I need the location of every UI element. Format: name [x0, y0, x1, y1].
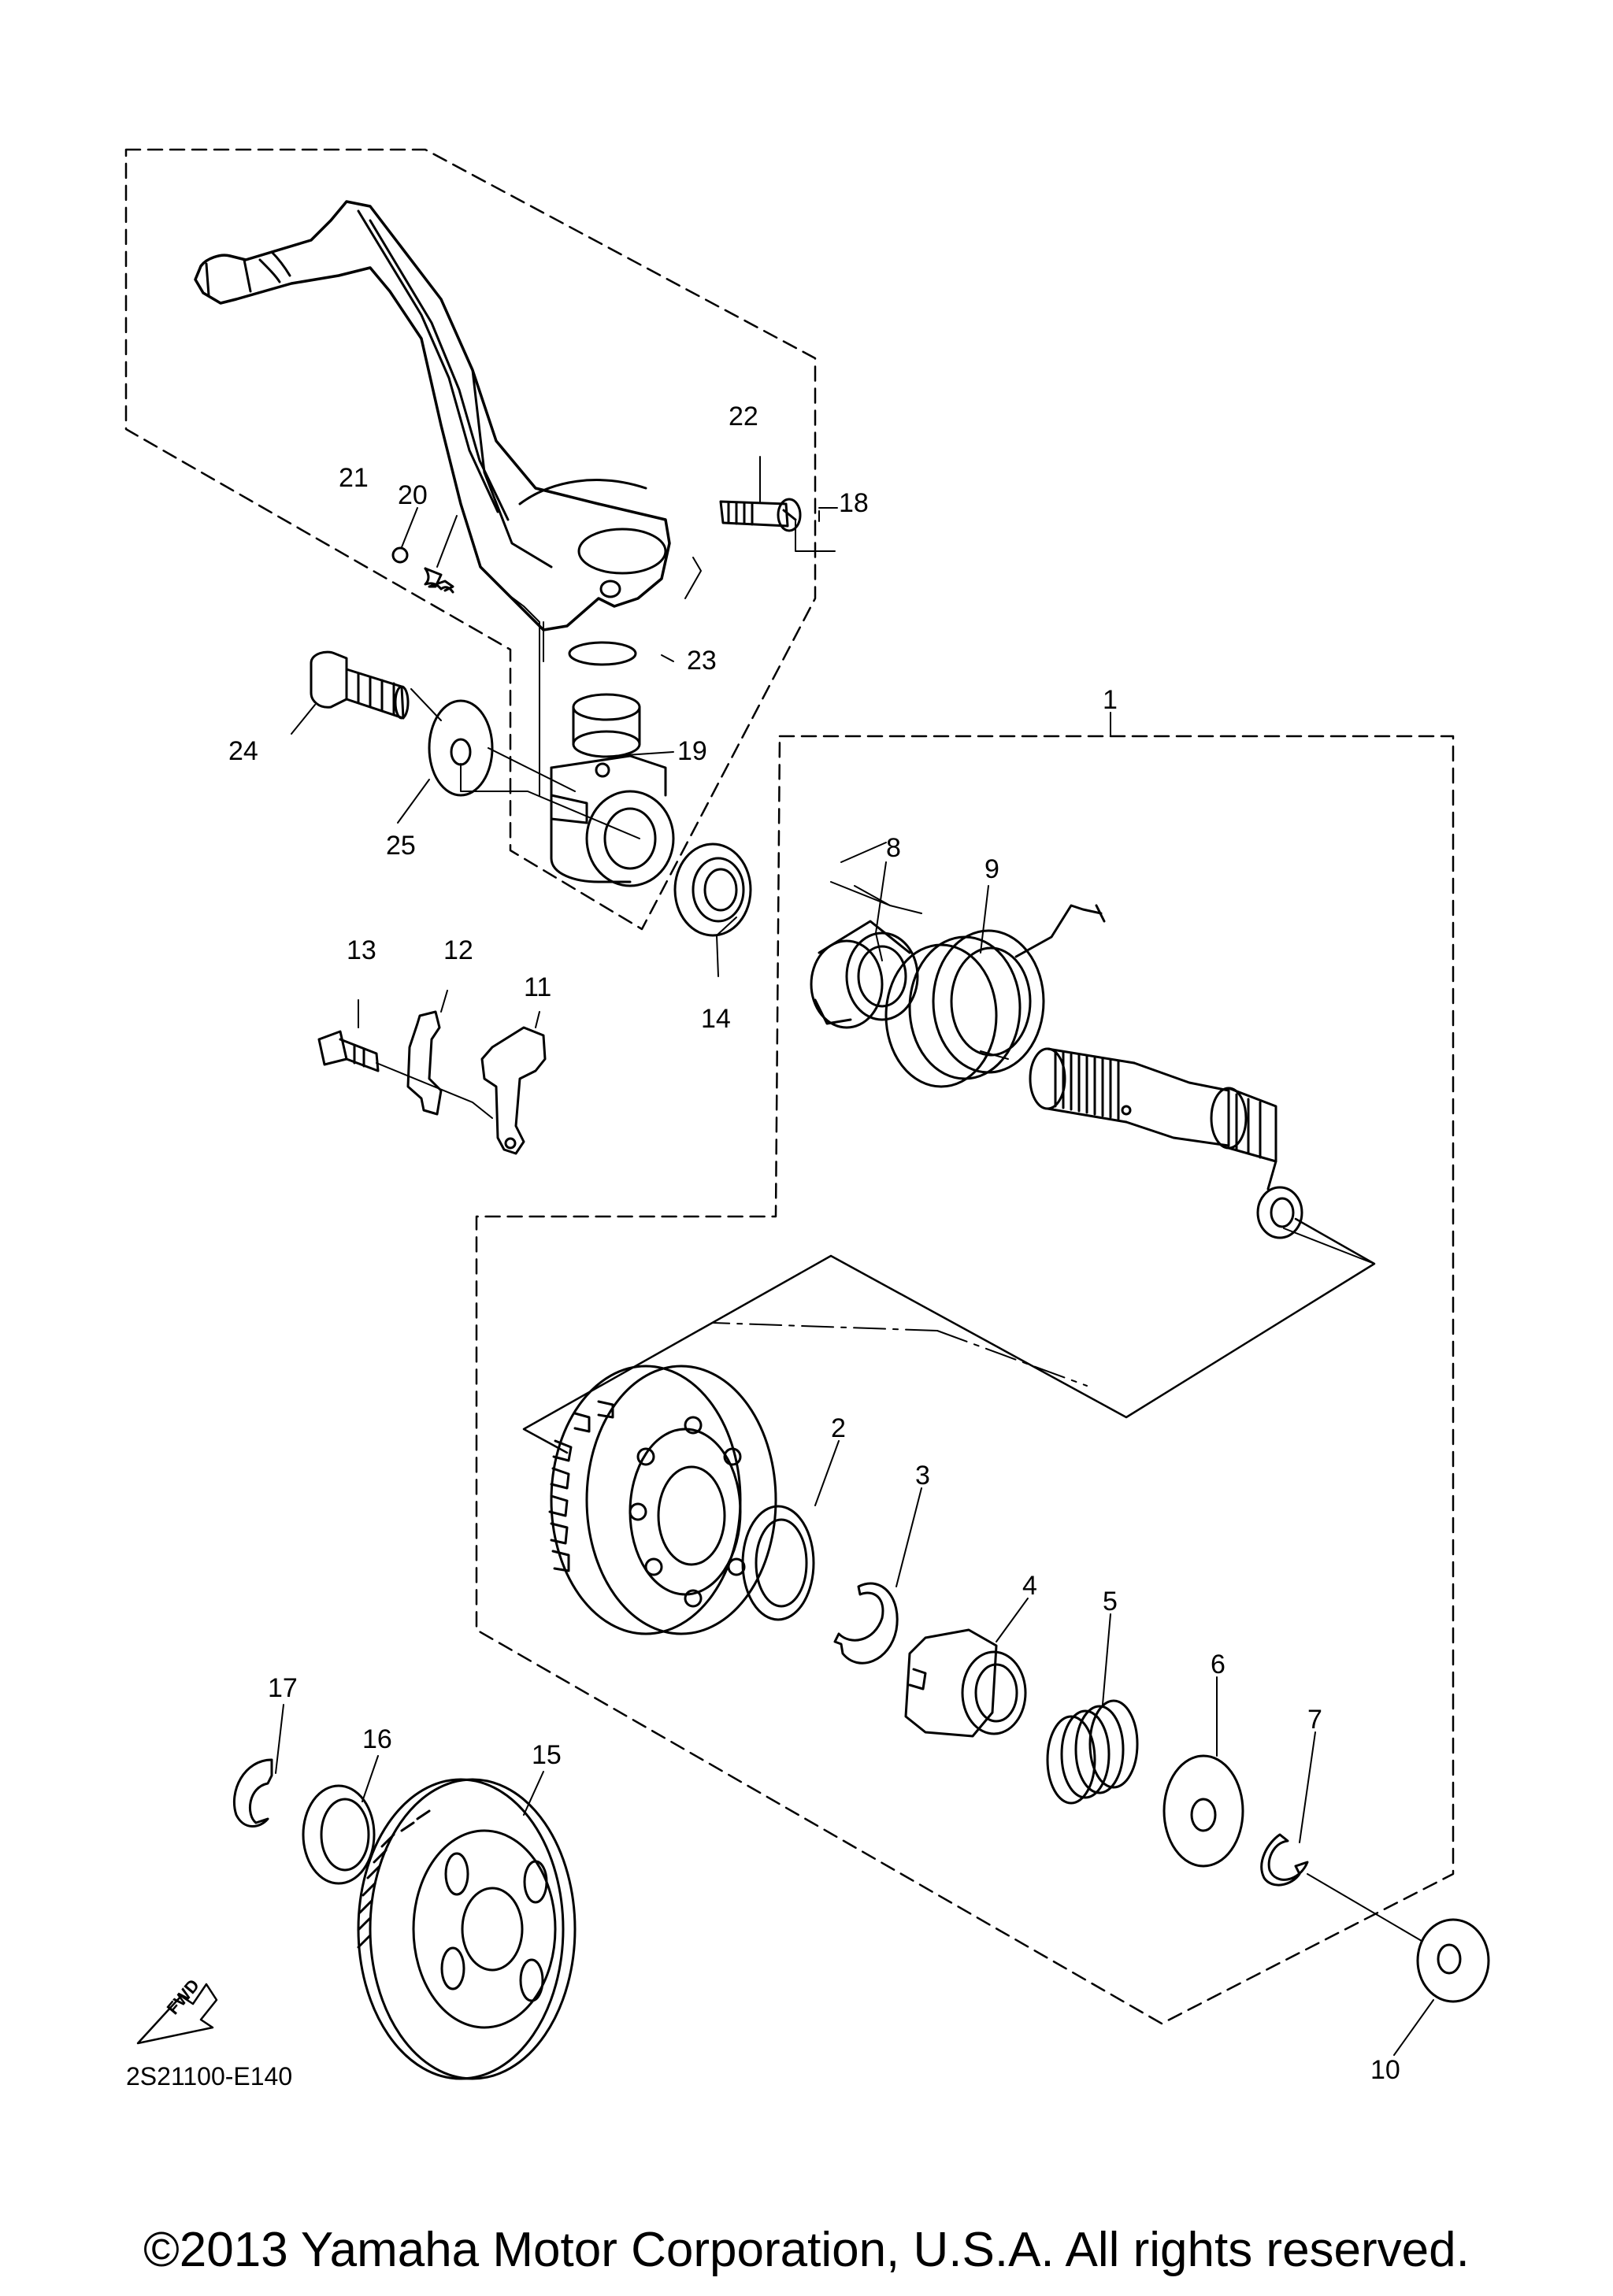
torsion-spring-9 — [884, 904, 1106, 1088]
assembly-guide-dashdot — [712, 1322, 1088, 1387]
bolt-24 — [310, 650, 410, 720]
spring-5 — [1046, 1699, 1139, 1805]
fwd-arrow-icon — [136, 1983, 218, 2045]
lever-11 — [480, 1026, 547, 1155]
part-label-23: 23 — [687, 646, 717, 676]
washer-16 — [302, 1784, 376, 1885]
ball-21 — [391, 546, 409, 564]
washer-6 — [1162, 1754, 1244, 1868]
part-label-9: 9 — [984, 854, 999, 884]
part-label-10: 10 — [1370, 2055, 1400, 2085]
part-label-25: 25 — [386, 831, 416, 861]
spring-20 — [424, 567, 454, 594]
washer-2 — [741, 1505, 815, 1621]
part-number-labels: 1 2 3 4 5 6 7 8 9 10 11 12 13 14 15 16 1… — [126, 402, 1400, 2090]
ratchet-4 — [904, 1628, 1027, 1738]
part-label-8: 8 — [886, 833, 901, 863]
bolt-22 — [719, 498, 802, 532]
kick-crank-arm — [194, 200, 671, 631]
circlip-17 — [232, 1758, 273, 1828]
washer-10 — [1416, 1918, 1490, 2003]
plate-12 — [406, 1010, 443, 1116]
part-label-16: 16 — [362, 1724, 392, 1754]
part-label-1: 1 — [1103, 685, 1118, 715]
bolt-13 — [317, 1030, 380, 1072]
part-label-12: 12 — [443, 935, 473, 965]
part-label-11: 11 — [524, 972, 551, 1002]
kick-boss-19 — [550, 693, 675, 887]
part-label-13: 13 — [347, 935, 376, 965]
oil-seal-14 — [673, 842, 752, 937]
part-label-15: 15 — [532, 1740, 562, 1770]
part-label-14: 14 — [701, 1004, 731, 1034]
assembly-guide-frame — [522, 1217, 1376, 1454]
part-label-17: 17 — [268, 1673, 298, 1703]
part-label-24: 24 — [228, 736, 258, 766]
copyright-notice: ©2013 Yamaha Motor Corporation, U.S.A. A… — [143, 2223, 1470, 2277]
circlip-23 — [568, 641, 637, 666]
part-label-22: 22 — [729, 402, 758, 431]
kick-axle-group-outline — [475, 735, 1455, 2025]
part-label-18: 18 — [839, 488, 869, 518]
part-label-5: 5 — [1103, 1587, 1118, 1616]
part-label-3: 3 — [915, 1461, 930, 1491]
idle-gear-15 — [357, 1778, 577, 2080]
kick-gear — [548, 1365, 777, 1635]
part-label-4: 4 — [1022, 1571, 1037, 1601]
part-label-7: 7 — [1307, 1705, 1322, 1735]
part-label-2: 2 — [831, 1413, 846, 1443]
part-label-6: 6 — [1211, 1650, 1226, 1679]
kick-axle — [1029, 1047, 1303, 1239]
collar-8 — [810, 920, 919, 1029]
part-label-21: 21 — [339, 463, 369, 493]
part-label-19: 19 — [677, 736, 707, 766]
circlip-3 — [833, 1582, 899, 1665]
part-label-20: 20 — [398, 480, 428, 510]
circlip-7 — [1260, 1833, 1309, 1887]
kick-crank-group-outline — [124, 148, 817, 931]
leader-lines — [275, 456, 1434, 2056]
drawing-code: 2S21100-E140 — [126, 2062, 292, 2090]
